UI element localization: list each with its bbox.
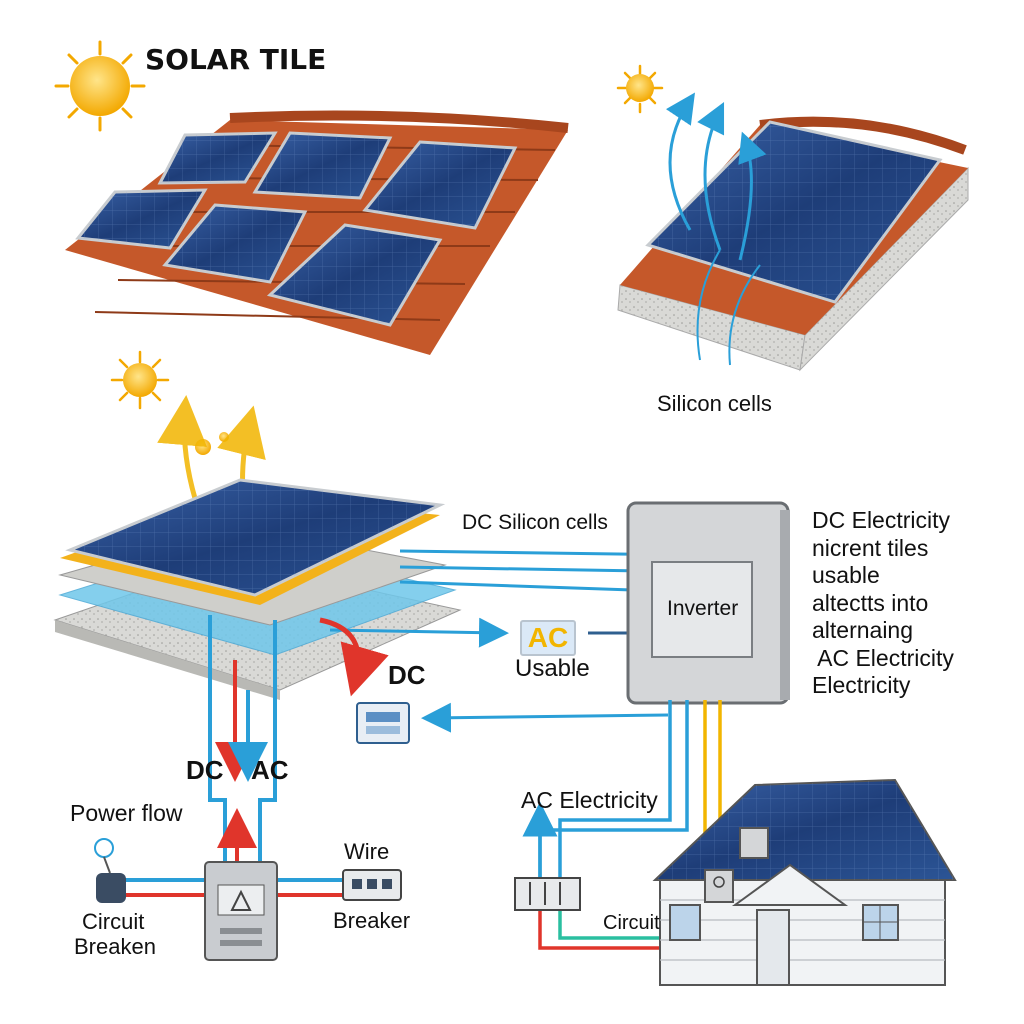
- side-line: AC Electricity: [812, 644, 954, 671]
- sun-icon-middle: [110, 350, 229, 455]
- silicon-cells-label: Silicon cells: [657, 391, 772, 416]
- panel-layers: [53, 478, 462, 700]
- dc-ac-wires: [120, 615, 345, 897]
- house-icon: [652, 778, 957, 986]
- side-description: DC Electricity nicrent tiles usable alte…: [812, 507, 1017, 700]
- meter-icon: [356, 702, 410, 744]
- ac-electricity-label: AC Electricity: [521, 787, 658, 813]
- sun-icon: [54, 40, 146, 132]
- side-line: nicrent tiles: [812, 534, 929, 561]
- dc-wire-label: DC: [186, 755, 224, 785]
- junction-box: [204, 861, 278, 961]
- power-flow-label: Power flow: [70, 800, 183, 826]
- ac-wire-label: AC: [251, 755, 289, 785]
- inverter-box: [626, 501, 790, 705]
- dc-label: DC: [388, 660, 426, 690]
- inverter-label: Inverter: [667, 597, 739, 620]
- side-line: alternaing: [812, 617, 914, 643]
- circuit-label-right: Circuit: [603, 912, 660, 934]
- dc-silicon-cells-label: DC Silicon cells: [462, 511, 608, 534]
- ac-badge: AC: [520, 620, 576, 656]
- wire-label: Wire: [344, 839, 390, 864]
- side-line: altectts into: [812, 589, 929, 616]
- breaker-device-left: [94, 838, 126, 903]
- side-line: DC Electricity: [812, 507, 951, 533]
- side-line: usable: [812, 562, 880, 588]
- side-line: Electricity: [812, 672, 911, 698]
- diagram-title: SOLAR TILE: [145, 43, 327, 76]
- sun-icon-small: [616, 64, 664, 114]
- airflow-arrows: [665, 92, 767, 366]
- breaker-device-right: [342, 869, 402, 901]
- circuit-label-left: Circuit: [82, 909, 145, 934]
- breaker-label: Breaker: [333, 908, 411, 933]
- breaker-panel-right: [514, 877, 581, 911]
- usable-label: Usable: [515, 655, 590, 682]
- silicon-cell-block: [617, 116, 969, 372]
- breaken-label: Breaken: [74, 934, 156, 959]
